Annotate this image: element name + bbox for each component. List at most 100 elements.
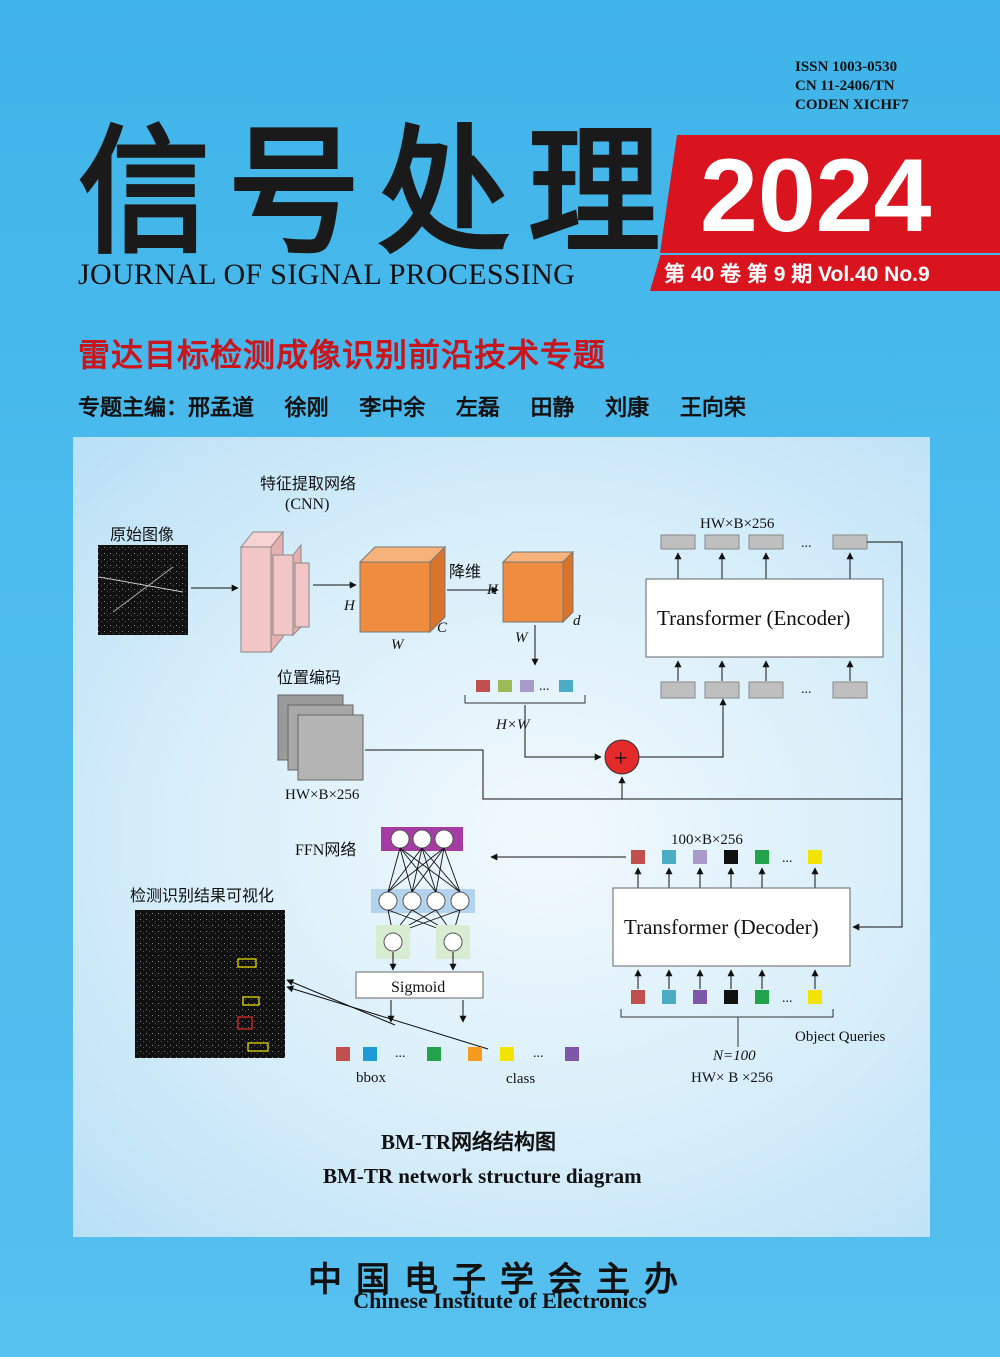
neuron xyxy=(383,932,403,952)
brace xyxy=(620,1009,834,1018)
pos-enc-stack xyxy=(277,694,364,781)
decoder-box xyxy=(612,887,851,967)
encoder-out-dim: HW×B×256 xyxy=(700,516,775,532)
ellipsis: ... xyxy=(782,851,793,866)
encoder-memory-line xyxy=(867,541,903,799)
hxw-label: H×W xyxy=(495,717,531,733)
label-d: d xyxy=(573,613,581,629)
connection xyxy=(435,847,445,893)
brace xyxy=(464,695,586,704)
connection xyxy=(387,847,445,893)
cnn-layer xyxy=(272,554,294,636)
raw-image-label: 原始图像 xyxy=(110,526,174,544)
pos-enc-layer xyxy=(297,714,364,781)
diagram-panel: 原始图像 特征提取网络 (CNN) H W C 降维 H W d ... xyxy=(73,437,930,1237)
bbox-label: bbox xyxy=(356,1070,387,1086)
issn-block: ISSN 1003-0530 CN 11-2406/TN CODEN XICHF… xyxy=(795,58,909,115)
class-arrow xyxy=(286,985,489,1050)
ellipsis: ... xyxy=(782,991,793,1006)
decoder-out-dim: 100×B×256 xyxy=(671,832,743,848)
token xyxy=(808,850,822,864)
special-topic-title: 雷达目标检测成像识别前沿技术专题 xyxy=(78,336,607,374)
result-radar-image xyxy=(135,910,285,1058)
radar-streak xyxy=(98,576,184,593)
token xyxy=(808,990,822,1004)
detection-box xyxy=(247,1042,269,1052)
issn-line: ISSN 1003-0530 xyxy=(795,59,898,75)
label-h: H xyxy=(343,598,356,614)
bm-tr-diagram: 原始图像 特征提取网络 (CNN) H W C 降维 H W d ... xyxy=(98,474,903,1188)
token xyxy=(336,1047,350,1061)
token xyxy=(832,681,868,699)
connection xyxy=(387,847,423,893)
cnn-layers xyxy=(239,530,310,654)
coden-line: CODEN XICHF7 xyxy=(795,97,909,113)
radar-streak xyxy=(112,566,174,613)
token xyxy=(832,534,868,550)
label-w2: W xyxy=(515,630,529,646)
journal-title-en: JOURNAL OF SIGNAL PROCESSING xyxy=(78,258,576,291)
token xyxy=(748,534,784,550)
cnn-label-cn: 特征提取网络 xyxy=(260,474,356,493)
neuron xyxy=(378,891,398,911)
encoder-input-tokens: ... xyxy=(660,681,868,699)
class-tokens: ... xyxy=(468,1046,579,1061)
label-h2: H xyxy=(486,582,499,598)
issue-year: 2024 xyxy=(700,138,932,254)
flattened-tokens: ... xyxy=(476,679,573,694)
ellipsis: ... xyxy=(533,1046,544,1061)
label-c: C xyxy=(437,620,448,636)
connection xyxy=(421,847,437,893)
cube-top xyxy=(501,551,575,563)
cn-line: CN 11-2406/TN xyxy=(795,78,895,94)
token xyxy=(755,850,769,864)
plus-sign: + xyxy=(614,746,628,772)
connection xyxy=(443,847,461,893)
ffn-label: FFN网络 xyxy=(295,840,356,859)
neuron xyxy=(402,891,422,911)
query-dim: HW× B ×256 xyxy=(691,1070,773,1086)
encoder-output-tokens: ... xyxy=(660,534,868,551)
cnn-layer xyxy=(294,562,310,628)
decoder-up-arrows xyxy=(634,867,819,888)
arrow xyxy=(639,698,727,758)
cube-side xyxy=(562,550,574,624)
token xyxy=(748,681,784,699)
reduced-cube xyxy=(501,550,575,624)
connection xyxy=(399,847,461,893)
neuron xyxy=(412,829,432,849)
token xyxy=(363,1047,377,1061)
token xyxy=(631,990,645,1004)
cube-side xyxy=(429,545,446,634)
token xyxy=(660,681,696,699)
detection-box xyxy=(237,958,257,968)
token xyxy=(631,850,645,864)
object-queries-label: Object Queries xyxy=(795,1029,886,1045)
neuron xyxy=(390,829,410,849)
sigmoid-box xyxy=(355,971,484,999)
connection xyxy=(421,847,461,893)
class-label: class xyxy=(506,1071,535,1087)
decoder-output-tokens: ... xyxy=(631,850,822,866)
token xyxy=(662,850,676,864)
ellipsis: ... xyxy=(801,536,812,551)
publisher-en: Chinese Institute of Electronics xyxy=(353,1288,647,1313)
result-label: 检测识别结果可视化 xyxy=(130,887,274,905)
year-banner xyxy=(660,135,1000,253)
decoder-label: Transformer (Decoder) xyxy=(624,915,819,939)
token xyxy=(468,1047,482,1061)
caption-cn: BM-TR网络结构图 xyxy=(381,1130,556,1154)
arrow xyxy=(524,705,602,761)
publisher-cn: 中国电子学会主办 xyxy=(308,1260,692,1300)
n-label: N=100 xyxy=(712,1048,756,1064)
connection xyxy=(411,847,445,893)
ellipsis: ... xyxy=(539,679,550,694)
neuron xyxy=(450,891,470,911)
dim-reduce-label: 降维 xyxy=(449,563,481,581)
journal-title-cn: 信号处理 xyxy=(78,112,678,274)
ellipsis: ... xyxy=(801,682,812,697)
cnn-layer xyxy=(240,546,272,653)
caption-en: BM-TR network structure diagram xyxy=(323,1164,642,1188)
connection xyxy=(411,847,423,893)
token xyxy=(724,850,738,864)
